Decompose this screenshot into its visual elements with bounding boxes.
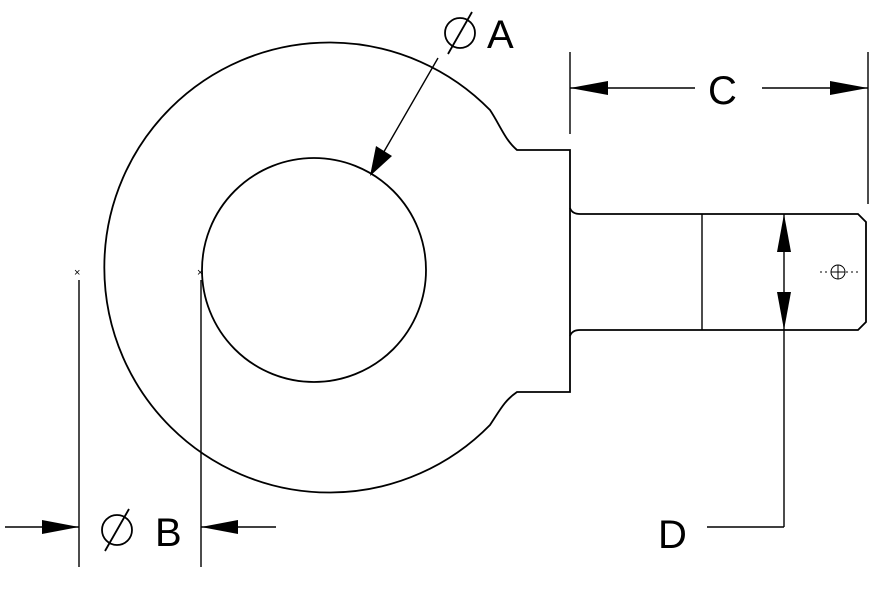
svg-text:×: ×	[74, 267, 80, 279]
svg-text:×: ×	[197, 267, 203, 279]
dimension-a: A	[370, 11, 514, 176]
dimension-b-diameter-icon	[101, 508, 133, 552]
dimension-d-arrow-bottom	[777, 292, 791, 330]
dimension-b-label: B	[155, 511, 182, 555]
dimension-a-diameter-icon	[444, 11, 476, 55]
eye-outer-outline	[103, 41, 571, 494]
dimension-c-label: C	[708, 69, 737, 113]
dimension-a-arrow	[370, 146, 392, 176]
dimension-d: D	[658, 214, 791, 557]
dimension-c-arrow-right	[830, 81, 868, 95]
dimension-a-label: A	[487, 13, 514, 57]
dimension-a-leader	[377, 57, 439, 163]
dimension-b-arrow-left	[42, 520, 79, 534]
shank-center-mark	[820, 264, 858, 280]
dimension-b: B	[5, 280, 276, 567]
dimension-d-arrow-top	[777, 214, 791, 252]
dimension-d-label: D	[658, 513, 687, 557]
eye-inner-hole	[201, 157, 427, 383]
shank-outline	[569, 207, 867, 337]
dimension-c-arrow-left	[570, 81, 608, 95]
dimension-b-arrow-right	[201, 520, 238, 534]
b-tangent-marks: × ×	[74, 267, 203, 279]
dimension-c: C	[569, 52, 869, 204]
